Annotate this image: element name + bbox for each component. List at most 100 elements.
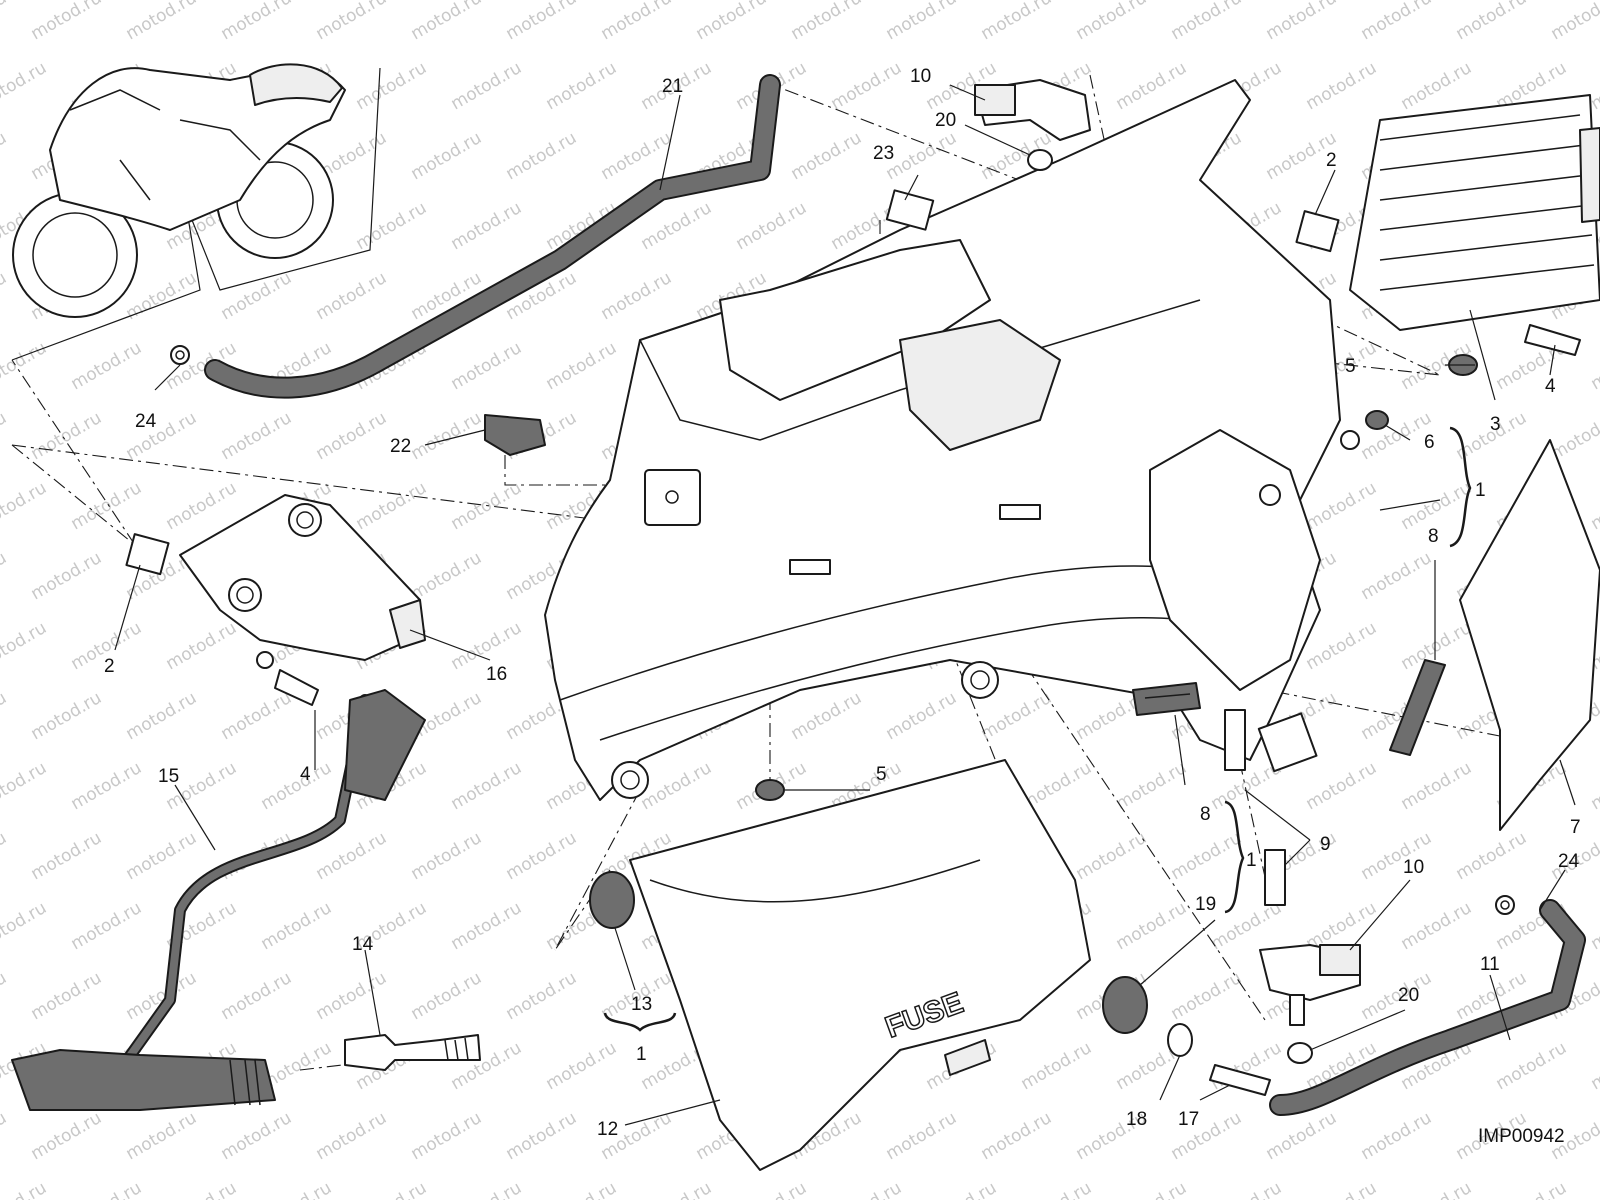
watermark-text: motod.ru <box>258 758 336 814</box>
watermark-text: motod.ru <box>1168 0 1246 44</box>
watermark-text: motod.ru <box>123 688 201 744</box>
watermark-text: motod.ru <box>448 58 526 114</box>
watermark-text: motod.ru <box>503 0 581 44</box>
watermark-text: motod.ru <box>163 1178 241 1200</box>
watermark-text: motod.ru <box>1588 758 1600 814</box>
drawing-code: IMP00942 <box>1478 1126 1565 1147</box>
watermark-text: motod.ru <box>218 1108 296 1164</box>
watermark-text: motod.ru <box>0 128 10 184</box>
watermark-text: motod.ru <box>353 58 431 114</box>
watermark-text: motod.ru <box>1303 618 1381 674</box>
watermark-text: motod.ru <box>733 198 811 254</box>
watermark-text: motod.ru <box>1208 898 1286 954</box>
watermark-text: motod.ru <box>313 1108 391 1164</box>
watermark-text: motod.ru <box>408 128 486 184</box>
watermark-text: motod.ru <box>448 898 526 954</box>
nut-clip-2-right <box>1295 210 1340 253</box>
pressure-sensor-bottom <box>1259 944 1361 1026</box>
watermark-text: motod.ru <box>448 1178 526 1200</box>
callout-2-right: 2 <box>1326 150 1337 171</box>
watermark-text: motod.ru <box>123 1108 201 1164</box>
watermark-text: motod.ru <box>1073 828 1151 884</box>
callout-1-middle: 1 <box>1246 850 1257 871</box>
watermark-text: motod.ru <box>353 198 431 254</box>
watermark-text: motod.ru <box>28 0 106 44</box>
watermark-text: motod.ru <box>0 58 50 114</box>
screw-17 <box>1209 1064 1271 1096</box>
watermark-text: motod.ru <box>0 828 10 884</box>
watermark-text: motod.ru <box>923 1178 1001 1200</box>
watermark-text: motod.ru <box>1018 1038 1096 1094</box>
watermark-text: motod.ru <box>1303 1178 1381 1200</box>
hose-11 <box>1269 899 1586 1116</box>
watermark-text: motod.ru <box>883 1108 961 1164</box>
watermark-text: motod.ru <box>598 268 676 324</box>
watermark-text: motod.ru <box>1018 1178 1096 1200</box>
callout-2-left: 2 <box>104 656 115 677</box>
watermark-text: motod.ru <box>0 1108 10 1164</box>
callout-23: 23 <box>873 143 894 164</box>
callout-20-top: 20 <box>935 110 956 131</box>
grommet-19 <box>1102 976 1148 1034</box>
bolt-9-lower <box>1264 849 1286 906</box>
watermark-text: motod.ru <box>0 548 10 604</box>
watermark-text: motod.ru <box>448 758 526 814</box>
watermark-text: motod.ru <box>1113 758 1191 814</box>
watermark-text: motod.ru <box>1588 1038 1600 1094</box>
watermark-text: motod.ru <box>883 688 961 744</box>
callout-8-middle: 8 <box>1200 804 1211 825</box>
watermark-text: motod.ru <box>1398 58 1476 114</box>
watermark-text: motod.ru <box>0 0 10 44</box>
watermark-text: motod.ru <box>408 828 486 884</box>
callout-6: 6 <box>1424 432 1435 453</box>
brace-group-middle <box>1224 800 1245 914</box>
callout-21: 21 <box>662 76 683 97</box>
watermark-text: motod.ru <box>1168 828 1246 884</box>
callout-24-right: 24 <box>1558 851 1580 872</box>
watermark-text: motod.ru <box>1263 1108 1341 1164</box>
watermark-text: motod.ru <box>218 408 296 464</box>
watermark-text: motod.ru <box>68 478 146 534</box>
callout-labels: 21 24 22 2 16 4 15 14 10 20 23 2 5 3 4 6… <box>104 66 1581 1147</box>
watermark-text: motod.ru <box>543 338 621 394</box>
o-ring-20-top <box>1027 149 1053 171</box>
watermark-text: motod.ru <box>1168 968 1246 1024</box>
callout-11: 11 <box>1480 954 1500 975</box>
callout-16: 16 <box>486 664 507 685</box>
watermark-text: motod.ru <box>788 128 866 184</box>
watermark-text: motod.ru <box>0 338 50 394</box>
watermark-text: motod.ru <box>978 0 1056 44</box>
watermark-text: motod.ru <box>1588 338 1600 394</box>
nut-clip-23 <box>885 189 935 231</box>
callout-10-top: 10 <box>910 66 931 87</box>
watermark-text: motod.ru <box>1358 1108 1436 1164</box>
hose-21 <box>204 74 781 399</box>
callout-4-right: 4 <box>1545 376 1556 397</box>
callout-3: 3 <box>1490 414 1501 435</box>
watermark-text: motod.ru <box>1453 828 1531 884</box>
watermark-text: motod.ru <box>693 0 771 44</box>
watermark-text: motod.ru <box>448 478 526 534</box>
watermark-text: motod.ru <box>0 688 10 744</box>
watermark-text: motod.ru <box>28 1108 106 1164</box>
watermark-text: motod.ru <box>638 758 716 814</box>
watermark-text: motod.ru <box>503 128 581 184</box>
watermark-text: motod.ru <box>978 1108 1056 1164</box>
watermark-text: motod.ru <box>28 968 106 1024</box>
watermark-text: motod.ru <box>1398 758 1476 814</box>
main-support-frame <box>544 79 1360 801</box>
watermark-text: motod.ru <box>1303 758 1381 814</box>
watermark-text: motod.ru <box>28 828 106 884</box>
callout-12: 12 <box>597 1119 618 1140</box>
watermark-text: motod.ru <box>163 618 241 674</box>
fuse-box-cover: FUSE <box>629 759 1091 1171</box>
leader-lines <box>114 84 1576 1126</box>
watermark-text: motod.ru <box>258 898 336 954</box>
watermark-text: motod.ru <box>638 1178 716 1200</box>
watermark-text: motod.ru <box>828 1178 906 1200</box>
watermark-text: motod.ru <box>1493 1038 1571 1094</box>
watermark-text: motod.ru <box>218 0 296 44</box>
watermark-text: motod.ru <box>543 1038 621 1094</box>
watermark-text: motod.ru <box>448 338 526 394</box>
